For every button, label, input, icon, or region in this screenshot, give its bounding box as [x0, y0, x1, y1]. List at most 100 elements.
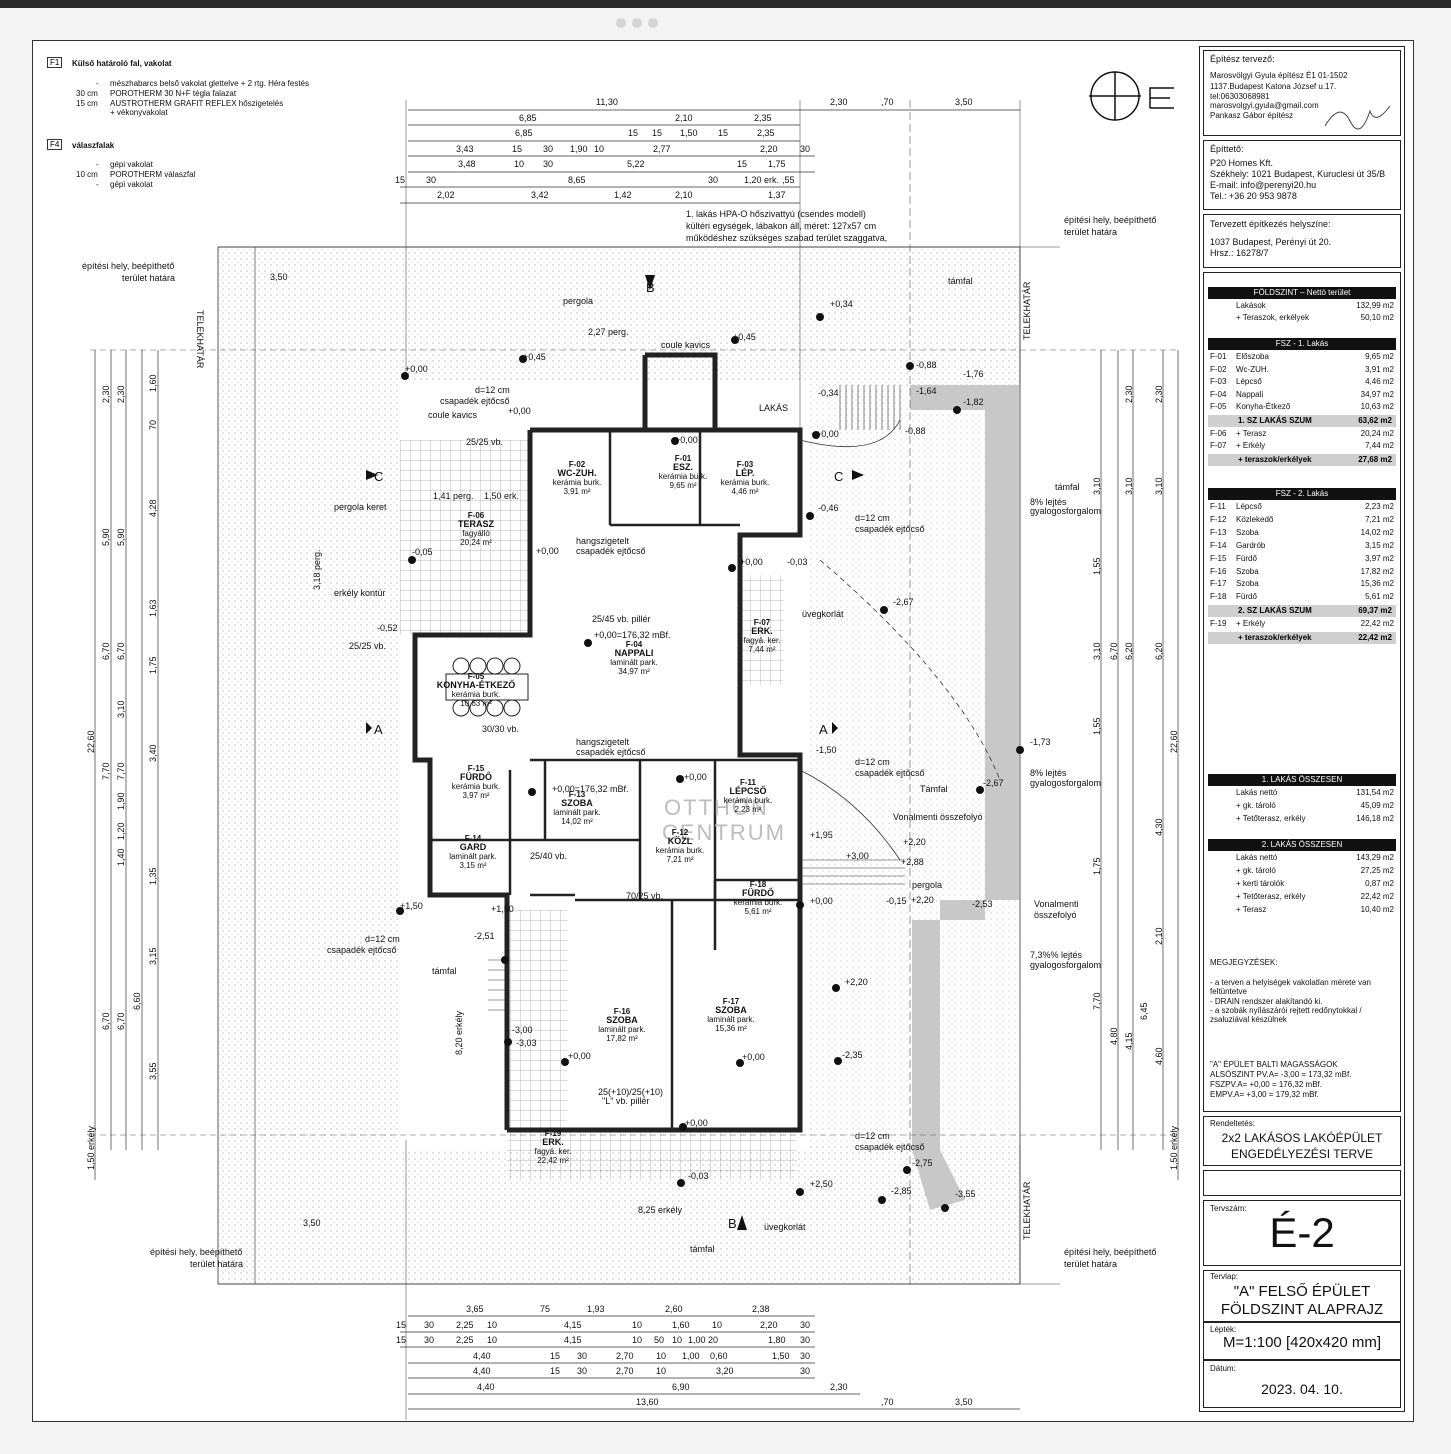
room-id: F-03: [736, 460, 754, 469]
balcony-tiles: [507, 1130, 797, 1180]
dimension-value: 2,20: [760, 1320, 778, 1330]
level-value: -2,67: [893, 597, 914, 607]
dimension-value: 15: [396, 1320, 407, 1330]
terrace-tiles: [400, 440, 530, 635]
annotation: 1,50 erk.: [484, 491, 520, 501]
level-value: +3,00: [846, 851, 869, 861]
balcony-side-tiles: [507, 910, 567, 1130]
architect-line: Pankasz Gábor építész: [1210, 111, 1294, 120]
annotation: d=12 cm: [855, 513, 890, 523]
annotation: terület határa: [122, 273, 176, 283]
dimension-value: 10: [594, 144, 605, 154]
dimension-value: 3,18 perg.: [312, 549, 322, 590]
annotation: támfal: [948, 276, 973, 286]
builder-line: P20 Homes Kft.: [1210, 158, 1274, 168]
annotation: 8% lejtés: [1030, 497, 1067, 507]
table-cell: + Tetőterasz, erkély: [1236, 892, 1306, 901]
room-name: KÖZL: [667, 836, 693, 846]
level-value: -1,64: [916, 386, 937, 396]
level-value: -0,03: [787, 557, 808, 567]
builder-line: Tel.: +36 20 953 9878: [1210, 191, 1297, 201]
dimension-value: 13,60: [636, 1397, 659, 1407]
dimension-value: 8,65: [568, 175, 586, 185]
annotation: csapadék ejtőcső: [327, 945, 397, 955]
level-value: -2,35: [842, 1050, 863, 1060]
table-cell: Konyha-Étkező: [1236, 402, 1291, 411]
room-id: F-07: [753, 618, 771, 627]
dimension-value: ,70: [881, 1397, 894, 1407]
level-value: +0,00: [742, 1052, 765, 1062]
table-cell: + Erkély: [1236, 441, 1266, 450]
table-cell: + teraszok/erkélyek: [1238, 454, 1312, 464]
room-finish: kerámia burk.: [655, 846, 705, 855]
level-value: -2,67: [983, 778, 1004, 788]
annotation: csapadék ejtőcső: [576, 747, 646, 757]
table-cell: Lakás nettó: [1236, 853, 1278, 862]
room-id: F-02: [568, 460, 586, 469]
dim-350-top: 3,50: [270, 272, 288, 282]
legend-f4-row: POROTHERM válaszfal: [110, 170, 196, 179]
legend-f1-row: AUSTROTHERM GRAFIT REFLEX hőszigetelés: [110, 99, 284, 108]
annotation: 25/45 vb. pillér: [592, 614, 651, 624]
date-label: Dátum:: [1210, 1364, 1236, 1373]
architect-signature: [1324, 105, 1391, 130]
annotation: gyalogosforgalom: [1030, 778, 1102, 788]
annotation: coule kavics: [428, 410, 478, 420]
table-cell: F-05: [1210, 402, 1227, 411]
section-mark: B: [646, 280, 655, 295]
architect-line: 1137.Budapest Katona József u.17.: [1210, 82, 1337, 91]
table-cell: F-16: [1210, 566, 1227, 576]
room-finish: kerámia burk.: [658, 472, 708, 481]
dimension-value: 22,60: [86, 730, 96, 753]
dimension-value: 4,80: [1109, 1027, 1119, 1045]
dimension-value: 15: [652, 128, 663, 138]
dimension-value: 6,20: [1154, 642, 1164, 660]
dimension-value: 6,70: [1109, 642, 1119, 660]
room-finish: laminált park.: [707, 1015, 755, 1024]
window-dots[interactable]: [616, 18, 666, 30]
dimension-value: 4,28: [148, 499, 158, 517]
dimension-value: 30: [800, 1351, 811, 1361]
dimension-value: 10: [712, 1320, 723, 1330]
table-cell: 27,25 m2: [1360, 866, 1394, 875]
level-value: +0,00: [684, 772, 707, 782]
legend-f4-row: 10 cm: [76, 170, 98, 179]
table-cell: Előszoba: [1236, 352, 1269, 361]
room-finish: laminált park.: [598, 1025, 646, 1034]
room-area: 14,02 m²: [561, 817, 593, 826]
date-value: 2023. 04. 10.: [1261, 1381, 1343, 1397]
room-finish: fagyá. ker.: [743, 636, 781, 645]
dimension-value: 10: [514, 159, 525, 169]
room-name: SZOBA: [606, 1015, 638, 1025]
dimension-value: 6,70: [116, 1012, 126, 1030]
builder-box: [1203, 140, 1401, 210]
erk-tiles: [738, 575, 783, 685]
annotation: d=12 cm: [855, 1131, 890, 1141]
dimension-value: 30: [708, 175, 719, 185]
room-area: 17,82 m²: [606, 1034, 638, 1043]
table-cell: 132,99 m2: [1356, 301, 1394, 310]
dimension-value: 10: [672, 1335, 683, 1345]
dimension-value: 3,10: [116, 700, 126, 718]
table-cell: 3,91 m2: [1365, 364, 1394, 374]
section-arrows: [366, 275, 864, 1230]
annotation: kültéri egységek, lábakon áll, méret: 12…: [686, 221, 877, 231]
table-cell: F-02: [1210, 364, 1227, 374]
table-cell: + Erkély: [1236, 619, 1266, 629]
table-cell: Lakás nettó: [1236, 788, 1278, 797]
level-value: -2,85: [891, 1186, 912, 1196]
dimension-value: 30: [424, 1335, 435, 1345]
room-id: F-16: [613, 1007, 631, 1016]
annotation: terület határa: [190, 1259, 244, 1269]
dimension-value: 3,10: [1092, 477, 1102, 495]
annotation: működéshez szükséges szabad terület szag…: [686, 233, 888, 243]
